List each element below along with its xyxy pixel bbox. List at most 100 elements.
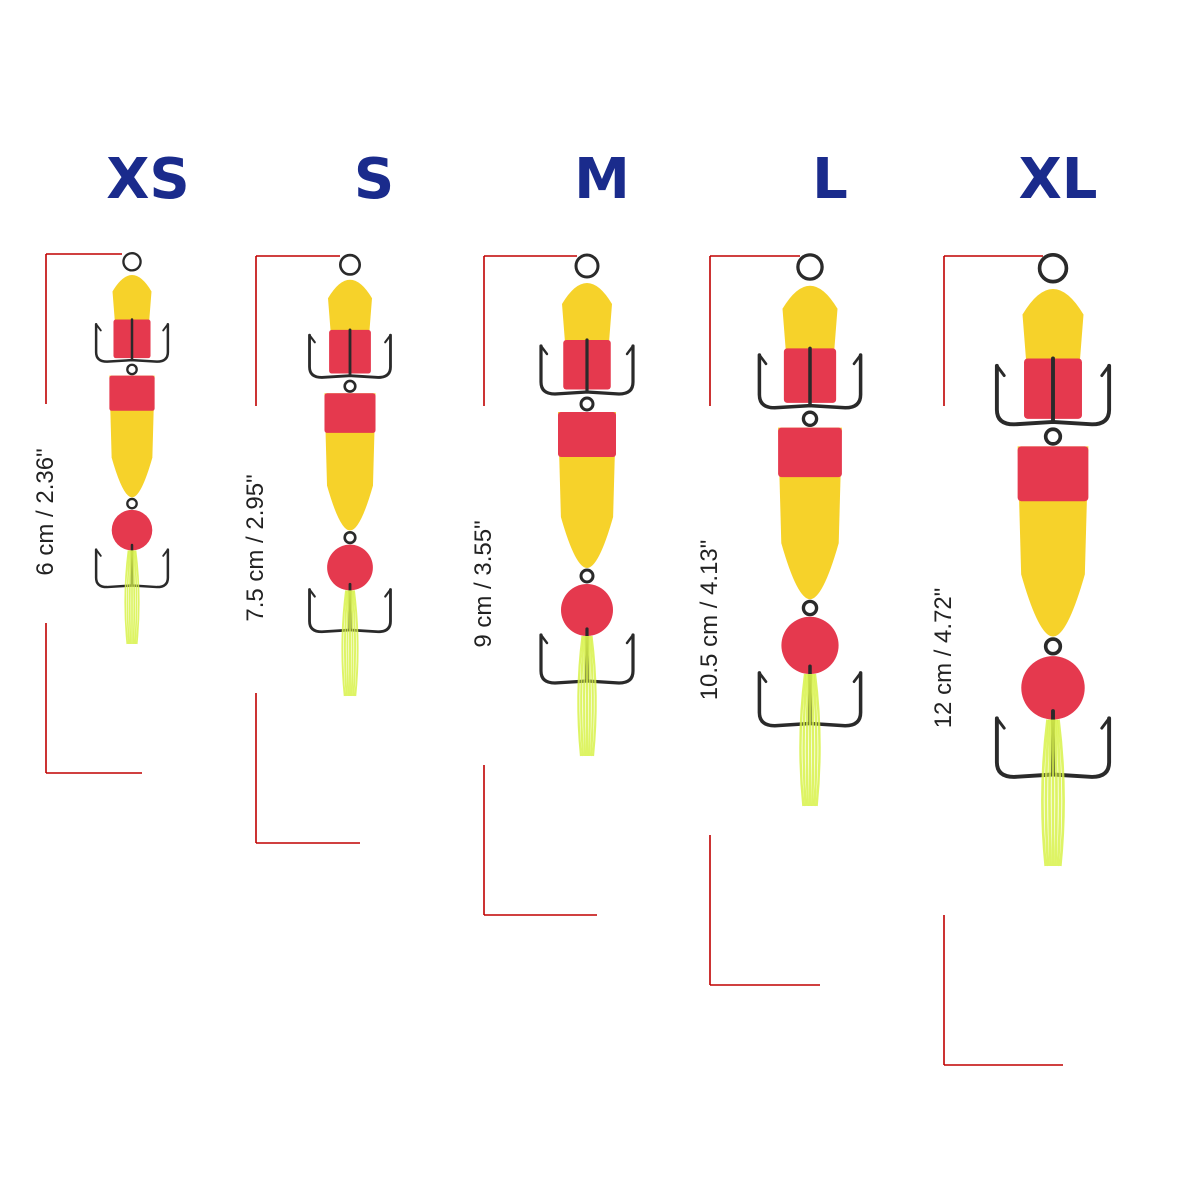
red-ball-m (561, 584, 613, 636)
bottom-treble-hook-m-point-right (625, 633, 635, 645)
bottom-treble-hook-l-point-left (758, 671, 768, 684)
top-treble-hook-l-point-right (852, 353, 862, 366)
top-treble-hook-l-barb-right (808, 353, 863, 410)
bottom-treble-hook-l-barb-left (757, 671, 812, 728)
tail-ring-s (343, 530, 357, 545)
fiber-strand-l (799, 673, 807, 807)
fiber-strand-xs (124, 550, 130, 645)
bottom-treble-hook-m-point-left (539, 633, 549, 645)
lure-l (709, 253, 863, 986)
bottom-treble-hook-xs-barb-right (130, 548, 170, 589)
fiber-strand-m (583, 635, 587, 757)
fiber-strand-xl (1053, 719, 1058, 867)
dimension-text-s: 7.5 cm / 2.95" (242, 474, 269, 622)
body-band-m (558, 412, 616, 457)
fiber-strand-xs (126, 550, 131, 645)
eye-ring-m (574, 253, 600, 279)
connector-ring-xs (126, 363, 138, 376)
fiber-strand-s (346, 590, 350, 697)
fiber-strand-s (352, 590, 359, 697)
fiber-strand-m (588, 635, 594, 757)
lure-m (483, 253, 635, 916)
bottom-treble-hook-l-point-right (852, 671, 862, 684)
top-treble-hook-xl-barb-right (1051, 363, 1112, 427)
top-treble-hook-s-barb-right (348, 333, 392, 379)
fiber-strand-s (350, 590, 354, 697)
fiber-strand-m (587, 635, 591, 757)
connector-ring-s (343, 379, 357, 393)
fiber-strand-l (813, 673, 821, 807)
top-treble-hook-xl-barb-left (994, 363, 1055, 427)
fiber-strand-xs (133, 550, 138, 645)
eye-ring-xl (1037, 252, 1069, 284)
bottom-treble-hook-xl-barb-left (994, 716, 1055, 779)
top-treble-hook-m-point-left (539, 344, 549, 356)
fiber-strand-l (802, 673, 808, 807)
body-band-xl (1017, 446, 1089, 502)
top-treble-hook-s-point-left (308, 334, 316, 344)
bottom-treble-hook-xs-point-left (95, 548, 102, 557)
bottom-treble-hook-m-barb-right (585, 633, 635, 685)
top-treble-hook-xl-point-left (995, 364, 1006, 378)
tail-ring-xs (126, 497, 138, 510)
bottom-treble-hook-m-barb-left (539, 633, 589, 685)
fiber-strand-m (577, 635, 584, 757)
fiber-strand-s (343, 590, 349, 697)
lure-s (255, 253, 392, 844)
bottom-treble-hook-xs-barb-left (94, 548, 134, 589)
body-band-s (324, 393, 376, 433)
eye-ring-xs (122, 252, 142, 272)
size-label-m: M (574, 147, 630, 212)
size-label-s: S (353, 147, 395, 212)
fiber-strand-s (351, 590, 357, 697)
top-treble-hook-xs-barb-left (94, 322, 134, 363)
red-ball-xl (1021, 656, 1085, 720)
top-treble-hook-xs-point-left (95, 323, 102, 332)
red-ball-l (781, 616, 839, 675)
body-band-xs (109, 375, 155, 411)
bottom-treble-hook-s-barb-left (308, 588, 352, 634)
fiber-strand-xs (132, 550, 136, 645)
top-treble-hook-m-barb-left (539, 344, 589, 396)
top-treble-hook-m-point-right (625, 344, 635, 356)
bottom-treble-hook-xs-point-right (162, 548, 169, 557)
bottom-treble-hook-xl-point-left (995, 716, 1006, 730)
fiber-strand-xl (1044, 719, 1051, 867)
top-treble-hook-xs-barb-right (130, 322, 170, 363)
fiber-strand-s (341, 590, 348, 697)
fiber-strand-l (812, 673, 818, 807)
eye-ring-l (796, 253, 824, 281)
connector-ring-m (579, 396, 595, 412)
dimension-text-l: 10.5 cm / 4.13" (696, 539, 723, 701)
body-band-l (778, 427, 842, 478)
size-label-l: L (812, 147, 848, 212)
tail-ring-m (579, 568, 595, 584)
bottom-treble-hook-l-barb-right (808, 671, 863, 728)
bottom-treble-hook-s-point-left (308, 588, 316, 598)
lure-xl (943, 252, 1112, 1066)
lure-xs (45, 252, 170, 774)
dimension-text-m: 9 cm / 3.55" (470, 520, 497, 648)
tail-ring-l (801, 599, 819, 617)
top-treble-hook-m-barb-right (585, 344, 635, 396)
tail-ring-xl (1043, 637, 1063, 656)
connector-ring-l (801, 410, 819, 428)
size-label-xl: XL (1018, 147, 1098, 212)
connector-ring-xl (1043, 427, 1063, 446)
top-treble-hook-s-barb-left (308, 333, 352, 379)
bottom-treble-hook-xl-barb-right (1051, 716, 1112, 779)
fiber-strand-xs (134, 550, 140, 645)
bottom-treble-hook-s-barb-right (348, 588, 392, 634)
fiber-strand-xl (1048, 719, 1053, 867)
fiber-strand-xl (1057, 719, 1065, 867)
fiber-strand-m (590, 635, 597, 757)
dimension-text-xl: 12 cm / 4.72" (930, 587, 957, 729)
top-treble-hook-l-point-left (758, 353, 768, 366)
fiber-strand-xl (1041, 719, 1049, 867)
fiber-strand-l (805, 673, 810, 807)
bottom-treble-hook-xl-point-right (1100, 716, 1111, 730)
red-ball-s (327, 544, 373, 591)
bottom-treble-hook-s-point-right (384, 588, 392, 598)
